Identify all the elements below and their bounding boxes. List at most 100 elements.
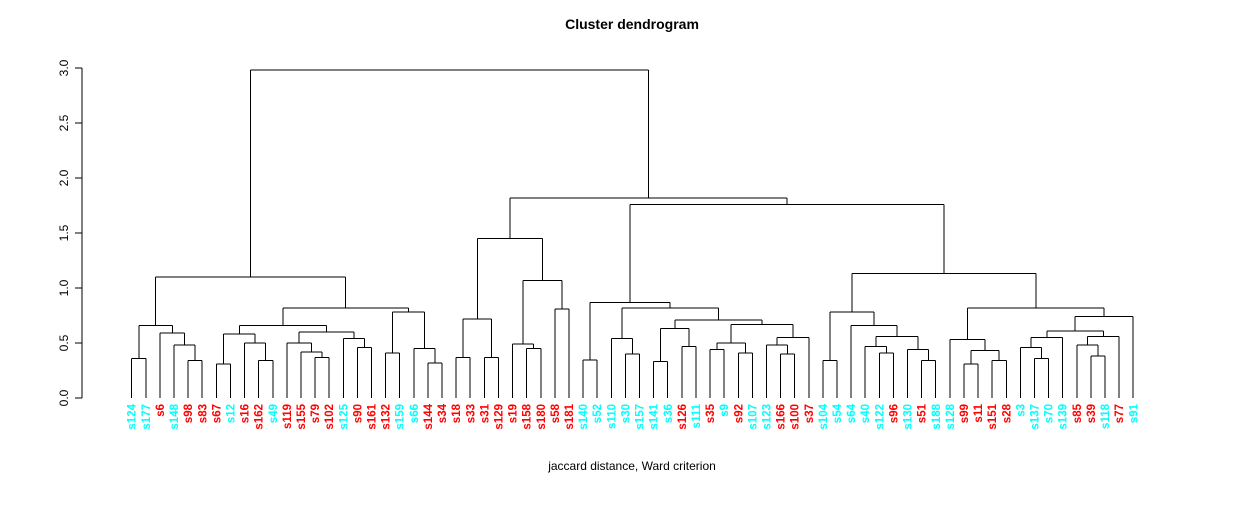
leaf-label: s58 — [550, 403, 562, 423]
leaf-label: s137 — [1030, 404, 1042, 430]
leaf-label: s90 — [352, 404, 364, 423]
leaf-label-group: s64 — [846, 403, 858, 423]
leaf-label-group: s83 — [197, 404, 209, 423]
leaf-label-group: s111 — [691, 403, 703, 428]
leaf-label-group: s129 — [493, 404, 505, 430]
chart-subtitle: jaccard distance, Ward criterion — [548, 459, 716, 473]
leaf-label: s139 — [1058, 404, 1070, 430]
leaf-label-group: s141 — [649, 403, 661, 429]
leaf-label: s36 — [663, 404, 675, 423]
leaf-label: s181 — [564, 403, 576, 429]
chart-title: Cluster dendrogram — [565, 16, 699, 32]
leaf-label-group: s140 — [578, 404, 590, 430]
leaf-label: s49 — [268, 404, 280, 423]
leaf-label-group: s126 — [677, 404, 689, 430]
leaf-label-group: s16 — [240, 404, 252, 423]
leaf-label-group: s96 — [888, 404, 900, 423]
leaf-label: s100 — [790, 404, 802, 430]
leaf-label: s34 — [437, 403, 449, 423]
leaf-label-group: s159 — [395, 404, 407, 430]
leaf-label: s180 — [536, 404, 548, 430]
leaf-label-group: s77 — [1114, 404, 1126, 423]
leaf-label: s124 — [127, 403, 139, 429]
leaf-label: s85 — [1072, 403, 1084, 423]
leaf-label-group: s104 — [818, 403, 830, 429]
leaf-label-group: s37 — [804, 404, 816, 423]
leaf-label-group: s130 — [903, 404, 915, 430]
leaf-label-group: s33 — [465, 404, 477, 423]
leaf-label: s162 — [254, 404, 266, 430]
leaf-label: s91 — [1128, 403, 1140, 423]
leaf-label-group: s35 — [705, 403, 717, 423]
y-axis-tick-label-group: 0.5 — [57, 334, 71, 351]
leaf-label: s102 — [324, 404, 336, 430]
leaf-label-group: s12 — [225, 404, 237, 423]
leaf-label: s35 — [705, 403, 717, 423]
leaf-label-group: s162 — [254, 404, 266, 430]
leaf-label-group: s28 — [1001, 403, 1013, 423]
y-axis-tick-label-group: 1.0 — [57, 279, 71, 296]
leaf-label: s159 — [395, 404, 407, 430]
leaf-label-group: s151 — [987, 403, 999, 429]
leaf-label: s140 — [578, 404, 590, 430]
leaf-label: s18 — [451, 403, 463, 423]
leaf-label: s166 — [776, 404, 788, 430]
y-axis-tick-label-group: 2.0 — [57, 169, 71, 186]
leaf-label-group: s98 — [183, 403, 195, 423]
leaf-label: s98 — [183, 403, 195, 423]
leaf-label: s144 — [423, 403, 435, 429]
leaf-label-group: s110 — [606, 404, 618, 429]
leaf-label-group: s30 — [620, 404, 632, 423]
y-axis-tick-label: 1.0 — [57, 279, 71, 296]
leaf-label: s39 — [1086, 404, 1098, 423]
y-axis-tick-label-group: 0.0 — [57, 389, 71, 406]
leaf-label-group: s180 — [536, 404, 548, 430]
leaf-label: s52 — [592, 404, 604, 423]
leaf-label: s129 — [493, 404, 505, 430]
leaf-label: s40 — [860, 404, 872, 423]
leaf-label-group: s119 — [282, 404, 294, 429]
leaf-label-group: s90 — [352, 404, 364, 423]
leaf-label-group: s51 — [917, 403, 929, 423]
leaf-label: s79 — [310, 404, 322, 423]
leaf-label-group: s125 — [338, 403, 350, 429]
leaf-label: s111 — [691, 403, 703, 428]
leaf-label: s155 — [296, 403, 308, 429]
leaf-label-group: s40 — [860, 404, 872, 423]
leaf-label-group: s181 — [564, 403, 576, 429]
leaf-label-group: s177 — [141, 404, 153, 430]
leaf-label: s77 — [1114, 404, 1126, 423]
leaf-label: s132 — [381, 404, 393, 430]
leaf-label: s151 — [987, 403, 999, 429]
leaf-label-group: s36 — [663, 404, 675, 423]
leaf-label-group: s11 — [973, 403, 985, 422]
leaf-label: s51 — [917, 403, 929, 423]
leaf-label-group: s39 — [1086, 404, 1098, 423]
leaf-label-group: s118 — [1100, 403, 1112, 429]
leaf-label-group: s157 — [635, 404, 647, 430]
leaf-label-group: s66 — [409, 404, 421, 423]
leaf-label: s37 — [804, 404, 816, 423]
leaf-label: s99 — [959, 404, 971, 423]
leaf-label: s70 — [1044, 404, 1056, 423]
leaf-label: s188 — [931, 403, 943, 429]
leaf-label-group: s137 — [1030, 404, 1042, 430]
leaf-label: s30 — [620, 404, 632, 423]
y-axis-tick-label-group: 2.5 — [57, 114, 71, 131]
leaf-label-group: s122 — [874, 404, 886, 430]
leaf-label-group: s148 — [169, 403, 181, 429]
leaf-label-group: s49 — [268, 404, 280, 423]
leaf-label: s96 — [888, 404, 900, 423]
leaf-label: s6 — [155, 404, 167, 417]
leaf-label-group: s9 — [719, 404, 731, 417]
leaf-label: s9 — [719, 404, 731, 417]
leaf-label-group: s79 — [310, 404, 322, 423]
leaf-label: s161 — [367, 403, 379, 429]
leaf-label: s31 — [479, 403, 491, 423]
leaf-label-group: s124 — [127, 403, 139, 429]
leaf-label: s157 — [635, 404, 647, 430]
leaf-label: s107 — [747, 404, 759, 430]
y-axis-tick-label: 1.5 — [57, 224, 71, 241]
leaf-label-group: s3 — [1015, 404, 1027, 417]
